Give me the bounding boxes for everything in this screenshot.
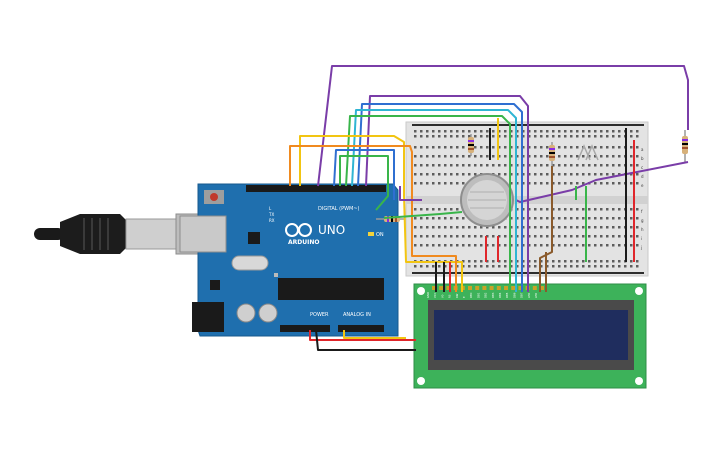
analog-header-label: ANALOG IN — [343, 312, 371, 318]
lcd-pin-label: VCC — [433, 292, 437, 298]
wire-purple-long[interactable] — [317, 65, 689, 187]
lcd-pin — [439, 286, 444, 290]
resistor-1 — [468, 134, 474, 156]
capacitor-1 — [236, 303, 256, 323]
arduino-uno-board: ARDUINO UNO DIGITAL (PWM~) ANALOG IN POW… — [179, 183, 418, 337]
arduino-brand: ARDUINO — [288, 239, 319, 246]
power-jack — [192, 302, 224, 332]
breadboard-row-letter: j — [640, 245, 642, 250]
wire-black-power[interactable] — [315, 329, 416, 351]
lcd-pin — [432, 286, 436, 290]
gas-sensor — [460, 173, 514, 227]
wire-purple-lcd[interactable] — [365, 95, 529, 292]
lcd-pin — [518, 286, 523, 290]
lcd-pin-label: DB2 — [484, 292, 488, 298]
lcd-pin-label: DB6 — [512, 292, 516, 298]
lcd-pin-label: RS — [448, 294, 452, 298]
lcd-pin-label: DB1 — [476, 292, 480, 298]
wire-blue-inner[interactable] — [333, 149, 395, 200]
crystal — [231, 255, 269, 271]
lcd-pin — [511, 286, 516, 290]
lcd-pin-label: LED — [534, 293, 538, 298]
tx-label: TX — [268, 212, 274, 217]
arduino-logo — [285, 223, 312, 237]
breadboard-row-letter: b — [641, 156, 644, 161]
power-header — [280, 325, 330, 332]
lcd-pin-label: V0 — [440, 294, 444, 298]
breadboard-row-letter: g — [641, 218, 644, 223]
lcd-pin-label: DB5 — [505, 292, 509, 298]
wire-yellow-power[interactable] — [343, 330, 406, 339]
lcd-pin-label: RW — [455, 293, 459, 298]
breadboard-row-letter: h — [641, 227, 644, 232]
wire-green-sensor[interactable] — [383, 211, 463, 219]
breadboard-row-letter: f — [641, 209, 643, 214]
on-label: ON — [376, 232, 384, 238]
lcd-pin — [489, 286, 494, 290]
l-label: L — [269, 206, 272, 211]
resistor-3 — [682, 130, 688, 162]
arduino-model: UNO — [318, 223, 345, 237]
wire-orange[interactable] — [289, 145, 457, 292]
wire-purple-small[interactable] — [399, 186, 422, 201]
usb-port — [179, 215, 227, 253]
rx-label: RX — [269, 218, 275, 223]
led — [577, 144, 599, 161]
breadboard-row-letter: i — [641, 236, 642, 241]
lcd-pin — [475, 286, 480, 290]
lcd-pin — [446, 286, 451, 290]
lcd-pin — [504, 286, 508, 290]
wire-blue-lcd[interactable] — [357, 103, 523, 292]
wire-red-power[interactable] — [309, 330, 416, 341]
breadboard-row-letter: a — [641, 147, 644, 152]
breadboard-row-letter: e — [641, 183, 644, 188]
lcd-screen — [434, 310, 628, 360]
lcd-pin-label: DB3 — [491, 292, 495, 298]
lcd-pin-label: E — [462, 296, 466, 298]
lcd-pin — [532, 286, 537, 290]
lcd-pin — [540, 286, 544, 290]
digital-header-label: DIGITAL (PWM~) — [318, 206, 360, 212]
digital-header — [246, 185, 386, 192]
analog-header — [338, 325, 384, 332]
capacitor-2 — [258, 303, 278, 323]
wire-yellow[interactable] — [299, 135, 463, 292]
wire-green-lcd[interactable] — [345, 115, 511, 292]
power-header-label: POWER — [310, 312, 329, 318]
resistor-2 — [549, 142, 555, 166]
lcd-pin-label: LED — [527, 293, 531, 298]
wire-green-inner[interactable] — [339, 155, 389, 211]
lcd-pin — [468, 286, 472, 290]
lcd-pin-label: DB0 — [469, 292, 473, 298]
lcd-pin-label: DB4 — [498, 292, 502, 298]
lcd-pin — [482, 286, 487, 290]
atmega-chip — [278, 278, 384, 300]
breadboard-row-letter: d — [641, 174, 644, 179]
breadboard-row-letter: c — [641, 165, 643, 170]
lcd-pin-label: GND — [426, 292, 430, 298]
lcd-pin — [496, 286, 501, 290]
wires — [289, 65, 689, 351]
lcd-pin-label: DB7 — [520, 292, 524, 298]
